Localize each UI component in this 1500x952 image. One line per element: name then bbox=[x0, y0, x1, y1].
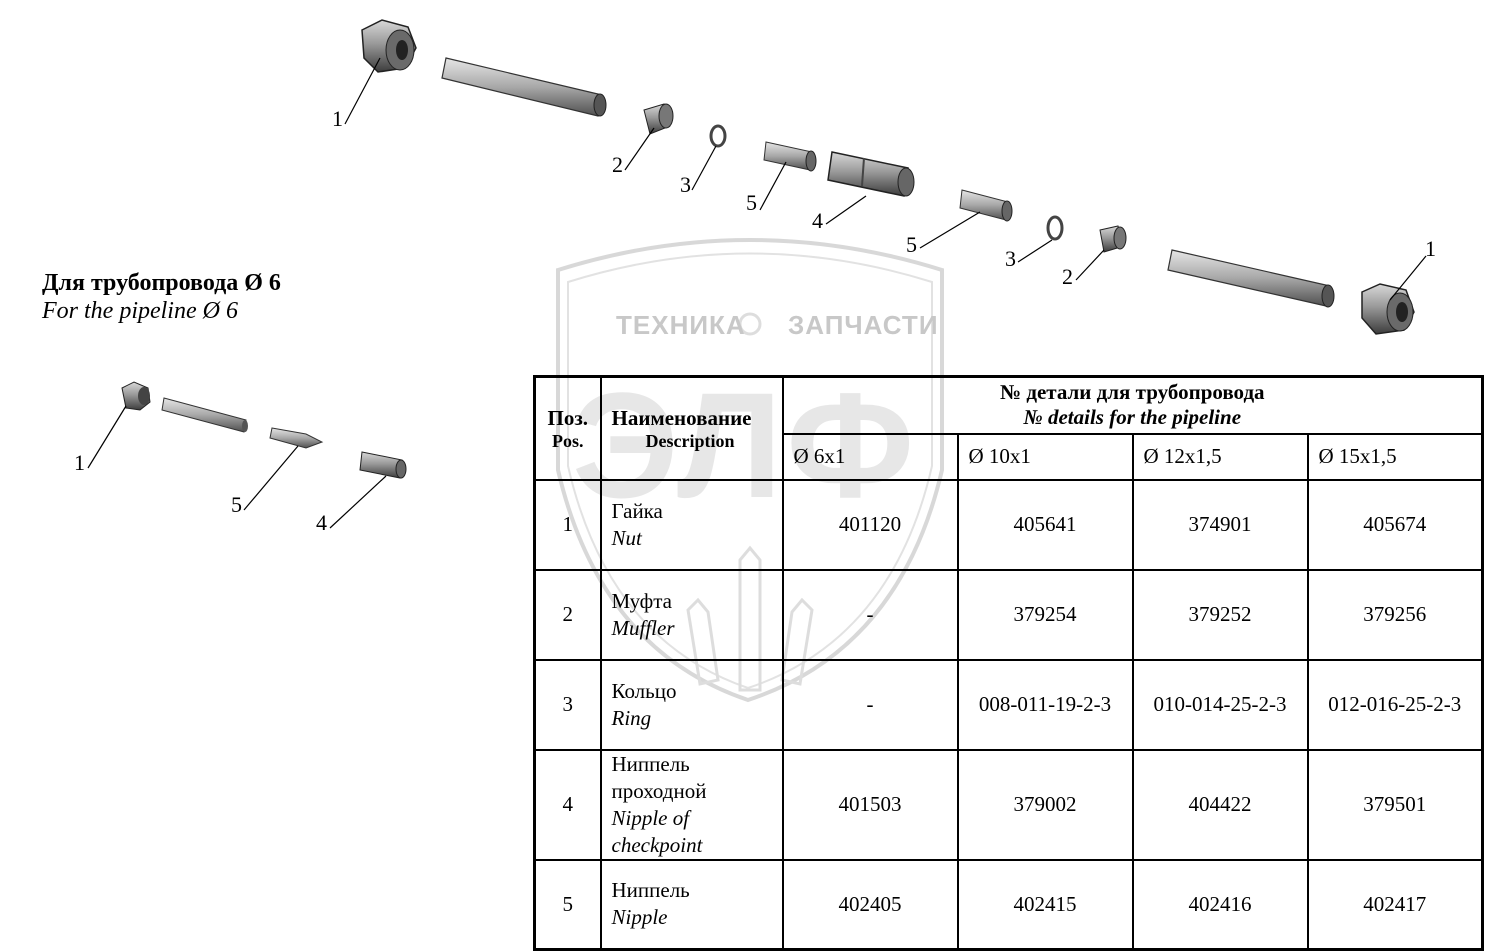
small-heading-en: For the pipeline Ø 6 bbox=[42, 298, 238, 324]
row-value: 401503 bbox=[781, 748, 959, 861]
pos-header: Поз. Pos. bbox=[533, 375, 602, 481]
group-header: № детали для трубопровода № details for … bbox=[781, 375, 1484, 435]
row-pos: 1 bbox=[533, 478, 602, 571]
callout-4-top: 4 bbox=[812, 208, 823, 233]
row-value: 402415 bbox=[956, 858, 1134, 951]
name-header: Наименование Description bbox=[599, 375, 784, 481]
size-header-12: Ø 12х1,5 bbox=[1131, 432, 1309, 481]
nipple-checkpoint-part-4-top bbox=[827, 151, 915, 197]
callout-3-right: 3 bbox=[1005, 246, 1016, 271]
row-name-en: Nut bbox=[611, 525, 642, 550]
row-value: 379256 bbox=[1306, 568, 1484, 661]
size-header-10: Ø 10х1 bbox=[956, 432, 1134, 481]
row-value: 379501 bbox=[1306, 748, 1484, 861]
row-name-en: Nipple of checkpoint bbox=[611, 805, 703, 857]
row-value: 401120 bbox=[781, 478, 959, 571]
row-value: 008-011-19-2-3 bbox=[956, 658, 1134, 751]
callout-2-top: 2 bbox=[612, 152, 623, 177]
watermark-brand-right: ЗАПЧАСТИ bbox=[788, 310, 939, 340]
row-name-en: Nipple bbox=[611, 905, 668, 930]
name-header-ru: Наименование bbox=[611, 406, 752, 430]
callout-1-right: 1 bbox=[1425, 236, 1436, 261]
row-value: - bbox=[781, 568, 959, 661]
size-header-row: Ø 6х1 Ø 10х1 Ø 12х1,5 Ø 15х1,5 bbox=[535, 432, 1484, 481]
row-value: 405641 bbox=[956, 478, 1134, 571]
row-value: 402417 bbox=[1306, 858, 1484, 951]
row-pos: 2 bbox=[533, 568, 602, 661]
callout-2-right: 2 bbox=[1062, 264, 1073, 289]
callout-5-top: 5 bbox=[746, 190, 757, 215]
row-name-en: Muffler bbox=[611, 615, 675, 640]
callout-1-top: 1 bbox=[332, 106, 343, 131]
row-name-ru: Кольцо bbox=[611, 678, 677, 703]
size-header-6: Ø 6х1 bbox=[781, 432, 959, 481]
nipple-checkpoint-part-4-small bbox=[359, 451, 407, 479]
row-value: 374901 bbox=[1131, 478, 1309, 571]
tube-small bbox=[161, 397, 248, 433]
group-header-en: № details for the pipeline bbox=[1023, 405, 1242, 430]
pos-header-en: Pos. bbox=[552, 431, 584, 451]
row-value: 379254 bbox=[956, 568, 1134, 661]
nut-part-1-top bbox=[361, 19, 417, 73]
table-header-row: Поз. Pos. Наименование Description № дет… bbox=[533, 375, 1484, 481]
row-value: 010-014-25-2-3 bbox=[1131, 658, 1309, 751]
row-value: 379002 bbox=[956, 748, 1134, 861]
tube-right bbox=[1167, 249, 1335, 308]
row-value: 404422 bbox=[1131, 748, 1309, 861]
row-pos: 4 bbox=[533, 748, 602, 861]
row-name-ru: Ниппель проходной bbox=[611, 751, 707, 803]
nipple-part-5-small bbox=[269, 427, 324, 449]
ring-part-3-right bbox=[1046, 215, 1064, 241]
callout-4-small: 4 bbox=[316, 510, 327, 535]
ring-part-3-top bbox=[709, 124, 727, 148]
row-value: 402405 bbox=[781, 858, 959, 951]
small-assembly-heading: Для трубопровода Ø 6 For the pipeline Ø … bbox=[42, 268, 281, 324]
row-value: 012-016-25-2-3 bbox=[1306, 658, 1484, 751]
row-value: 402416 bbox=[1131, 858, 1309, 951]
watermark-brand-left: ТЕХНИКА bbox=[616, 310, 746, 340]
nipple-part-5-right bbox=[959, 189, 1013, 222]
callout-3-top: 3 bbox=[680, 172, 691, 197]
small-heading-ru: Для трубопровода Ø 6 bbox=[42, 270, 281, 296]
callout-5-small: 5 bbox=[231, 492, 242, 517]
group-header-ru: № детали для трубопровода bbox=[999, 380, 1265, 405]
muffler-part-2-right bbox=[1099, 225, 1127, 253]
row-name-ru: Гайка bbox=[611, 498, 663, 523]
row-value: 379252 bbox=[1131, 568, 1309, 661]
row-name-en: Ring bbox=[611, 705, 652, 730]
row-pos: 5 bbox=[533, 858, 602, 951]
leader-lines bbox=[87, 57, 1427, 529]
row-pos: 3 bbox=[533, 658, 602, 751]
pos-header-ru: Поз. bbox=[547, 406, 589, 430]
callout-1-small: 1 bbox=[74, 450, 85, 475]
name-header-en: Description bbox=[645, 431, 735, 451]
size-header-15: Ø 15х1,5 bbox=[1306, 432, 1484, 481]
tube-top-left bbox=[441, 57, 607, 117]
parts-table: Поз. Pos. Наименование Description № дет… bbox=[533, 375, 1485, 951]
row-name-ru: Ниппель bbox=[611, 878, 690, 903]
nut-part-1-small bbox=[121, 381, 151, 411]
muffler-part-2-top bbox=[643, 103, 674, 135]
nipple-part-5-top bbox=[763, 141, 817, 172]
row-value: 405674 bbox=[1306, 478, 1484, 571]
nut-part-1-right bbox=[1361, 283, 1415, 335]
row-name-ru: Муфта bbox=[611, 588, 673, 613]
row-value: - bbox=[781, 658, 959, 751]
callout-5-right: 5 bbox=[906, 232, 917, 257]
